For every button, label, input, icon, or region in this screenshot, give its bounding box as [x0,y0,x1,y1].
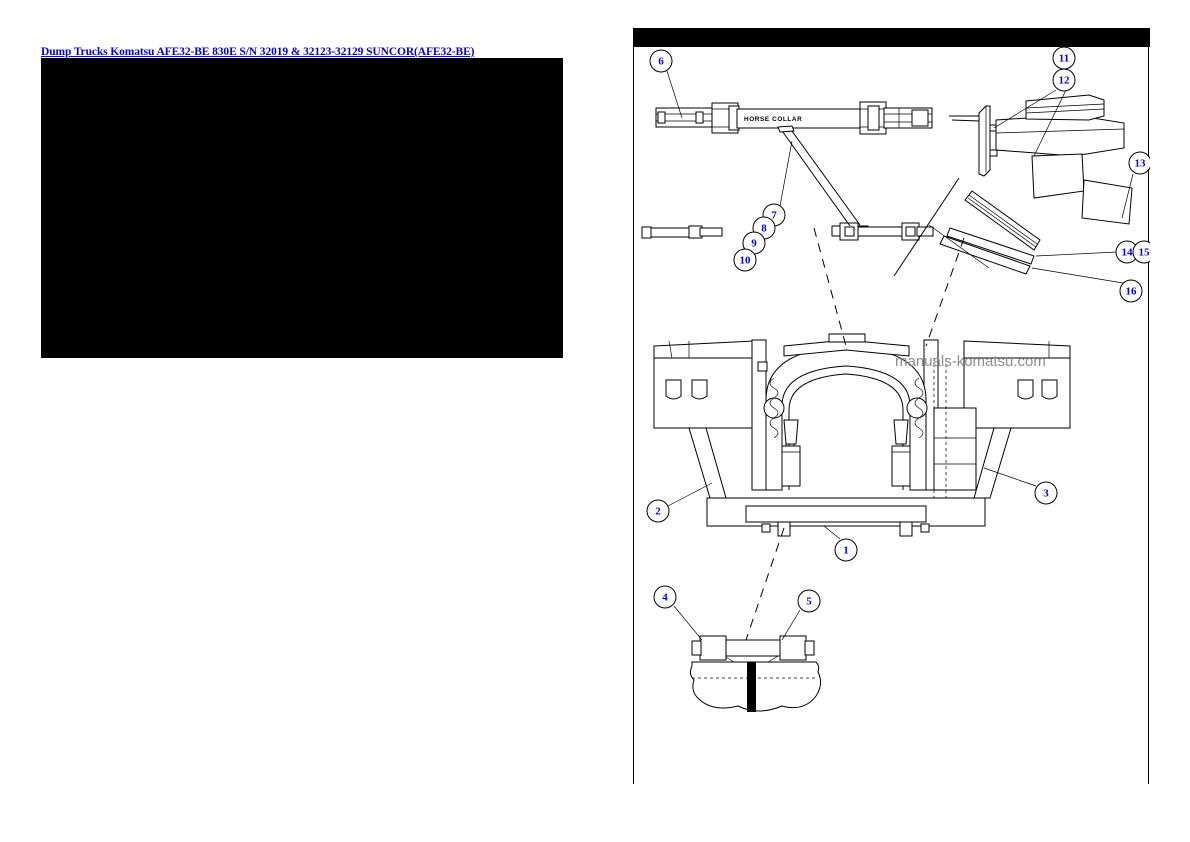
callout-circle-3 [1034,481,1058,505]
callout-label-4: 4 [662,592,668,604]
parts-diagram-panel: HORSE COLLAR [633,28,1150,784]
left-content-pane: Dump Trucks Komatsu AFE32-BE 830E S/N 32… [41,46,563,358]
diagram-top-bar [634,28,1150,47]
callout-label-15: 15 [1139,247,1151,259]
callout-13[interactable]: 13 [1128,151,1150,175]
callout-circle-12 [1052,68,1076,92]
document-title-link[interactable]: Dump Trucks Komatsu AFE32-BE 830E S/N 32… [41,46,475,58]
callout-1[interactable]: 1 [834,538,858,562]
callout-label-1: 1 [843,545,849,557]
callout-label-2: 2 [655,506,661,518]
parts-diagram-canvas[interactable]: HORSE COLLAR [634,28,1150,784]
leader-lines [666,70,1134,641]
callout-circle-13 [1128,151,1150,175]
callout-circle-4 [653,585,677,609]
callout-6[interactable]: 6 [649,49,673,73]
callout-circle-6 [649,49,673,73]
callout-11[interactable]: 11 [1052,46,1076,70]
callout-label-13: 13 [1135,158,1147,170]
callout-12[interactable]: 12 [1052,68,1076,92]
callout-5[interactable]: 5 [797,589,821,613]
callout-circle-16 [1119,279,1143,303]
callout-label-5: 5 [806,596,812,608]
horse-collar-label: HORSE COLLAR [744,116,802,123]
media-placeholder[interactable] [41,58,563,358]
callout-10[interactable]: 10 [733,248,757,272]
callout-label-12: 12 [1059,75,1071,87]
callout-label-7: 7 [771,210,777,222]
callout-2[interactable]: 2 [646,499,670,523]
callout-15[interactable]: 15 [1132,240,1151,264]
callout-label-14: 14 [1122,247,1134,259]
upper-right-bracket-detail [893,94,1133,277]
callout-3[interactable]: 3 [1034,481,1058,505]
watermark-text: manuals-komatsu.com [895,353,1046,370]
callout-label-16: 16 [1126,286,1138,298]
callout-label-9: 9 [751,238,757,250]
callout-4[interactable]: 4 [653,585,677,609]
callout-label-6: 6 [658,56,664,68]
callout-label-10: 10 [740,255,752,267]
callout-circle-10 [733,248,757,272]
callout-label-11: 11 [1059,53,1069,65]
callout-label-3: 3 [1043,488,1049,500]
callout-16[interactable]: 16 [1119,279,1143,303]
horse-collar-assembly: HORSE COLLAR [641,101,934,241]
callout-circle-15 [1132,240,1150,264]
callout-circle-1 [834,538,858,562]
pin-clamp-detail [689,635,822,712]
main-frame-assembly [653,333,1071,537]
callout-label-8: 8 [761,223,767,235]
callout-circle-2 [646,499,670,523]
callout-circle-5 [797,589,821,613]
